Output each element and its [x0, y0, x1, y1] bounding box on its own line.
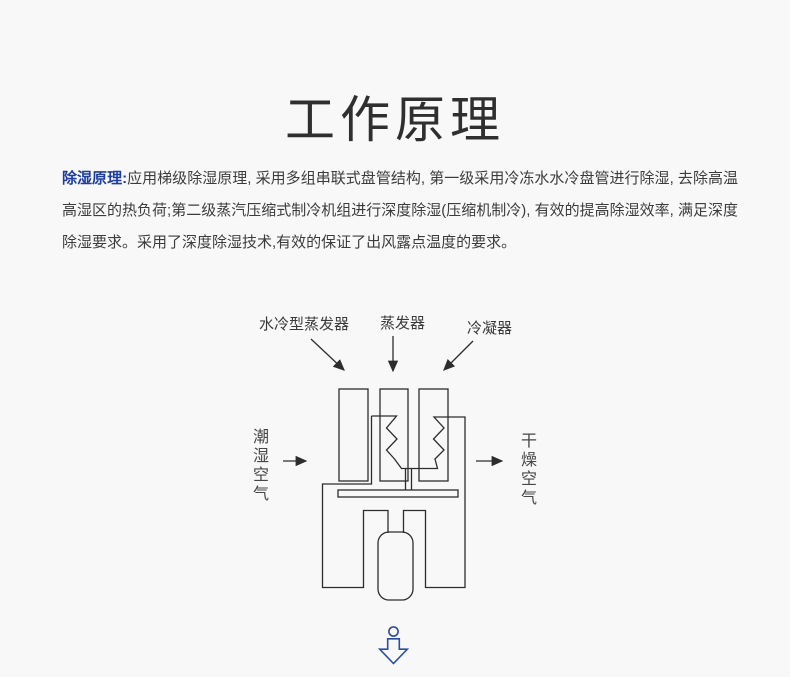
label-dry-air: 干燥空气: [518, 432, 535, 508]
scroll-icon-circle: [388, 626, 399, 637]
water-cooled-coil-rect: [338, 388, 369, 482]
arrow-water-cooled-evaporator: [310, 338, 345, 371]
arrow-condenser: [443, 340, 474, 371]
refrigerant-pipe-right: [371, 415, 466, 589]
condenser-coil-rect: [418, 388, 449, 482]
compressor-capsule: [377, 531, 414, 601]
label-humid-air: 潮湿空气: [250, 428, 267, 504]
label-condenser: 冷凝器: [467, 320, 513, 337]
drain-pipe-lines: [404, 468, 413, 490]
intro-body: 应用梯级除湿原理, 采用多组串联式盘管结构, 第一级采用冷冻水水冷盘管进行除湿,…: [62, 170, 739, 251]
refrigerant-pipe-left: [321, 416, 389, 589]
scroll-down-icon[interactable]: [376, 622, 412, 670]
scroll-icon-arrow: [377, 638, 410, 665]
page-title: 工作原理: [285, 92, 505, 148]
label-evaporator: 蒸发器: [380, 315, 426, 332]
condensate-tray: [337, 489, 459, 498]
evaporator-coil-rect: [379, 388, 409, 482]
intro-lead: 除湿原理:: [62, 170, 128, 187]
intro-paragraph: 除湿原理:应用梯级除湿原理, 采用多组串联式盘管结构, 第一级采用冷冻水水冷盘管…: [62, 163, 738, 259]
label-water-cooled-evaporator: 水冷型蒸发器: [259, 316, 350, 333]
